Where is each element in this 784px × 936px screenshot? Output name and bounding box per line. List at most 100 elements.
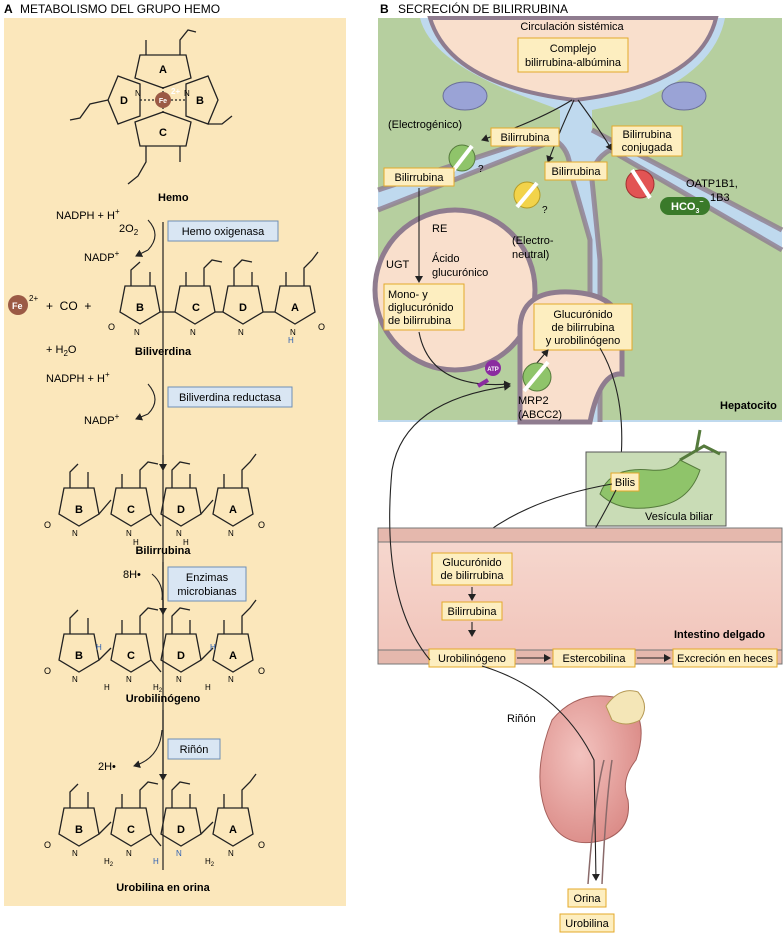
feces-label: Excreción en heces [677,653,773,665]
oatp-channel [630,168,652,200]
bile-label: Bilis [615,477,636,489]
liver-tissue [372,16,784,425]
systemic-circulation-label: Circulación sistémica [520,21,624,33]
urobilinogen-h: H [205,683,211,692]
step4-product-arrow [133,729,163,769]
bilirubin-nh: N [72,529,78,538]
bicarbonate-label: HCO3− [671,199,703,215]
urobilin-n: N [176,849,182,858]
acid-line1: Ácido [432,252,460,265]
int-bilirubin-label: Bilirrubina [448,606,498,618]
adrenal-gland [605,690,645,725]
gallbladder-label: Vesícula biliar [645,511,713,523]
urobilinogen-to-kidney-arrow [481,665,600,881]
bilirubin-o-right: O [258,520,265,530]
urobilin-ring-c: C [127,824,135,836]
urobilin-nh: N [126,849,132,858]
heme-iron-atom [155,92,171,108]
glucuronide-box [533,303,633,351]
bilirubin-structure [58,453,257,527]
urobilin-ring-d: D [177,824,185,836]
step2-cofactor-out-arrow [135,413,149,421]
panel-b-title: SECRECIÓN DE BILIRRUBINA [398,1,568,16]
biliverdin-o-left: O [108,322,115,332]
int-gluc-line1: Glucurónido [442,557,501,569]
conjugated-line2: conjugada [622,142,674,154]
bilirubin-nh: N [228,529,234,538]
mono-line1: Mono- y [388,289,428,301]
urobilinogen-nh: N [126,675,132,684]
bilirubin-nh: N [126,529,132,538]
int-glucuronide-box [431,552,513,586]
gluc-line1: Glucurónido [553,309,612,321]
biliverdin-ring-d: D [239,302,247,314]
heme-structure [69,29,233,185]
step2-nadp-label: NADP+ [84,412,120,427]
urobilinogen-o-right: O [258,666,265,676]
biliverdin-n: N [290,328,296,337]
biliverdin-ring-a: A [291,302,299,314]
int-bilirubin-box [441,601,503,621]
urobilin-name: Urobilina en orina [116,882,210,894]
bilirubin-ring-a: A [229,504,237,516]
panel-b: B SECRECIÓN DE BILIRRUBINA Circulación s… [372,1,784,933]
bilirubin-box-1 [490,127,560,147]
step1-cofactor-out-arrow [135,249,149,257]
bilirubin-label-1: Bilirrubina [501,132,551,144]
intestine-wall-top [377,527,783,543]
gallbladder-shape [599,459,701,509]
hepatocyte-label: Hepatocito [720,400,777,412]
biliverdin-h: H [288,336,294,345]
electroneutral-channel [515,181,539,209]
urobilinogen-nh: N [72,675,78,684]
heme-name: Hemo [158,192,189,204]
step1-nadp-label: NADP+ [84,249,120,264]
mrp2-line1: MRP2 [518,395,549,407]
urobilin-o-left: O [44,840,51,850]
urobilin-ring-a: A [229,824,237,836]
bilirubin-box-intracellular [383,167,455,187]
biliverdin-name: Biliverdina [135,346,192,358]
kidney-label: Riñón [507,713,536,725]
urobilinogen-nh: N [176,675,182,684]
mono-line3: de bilirrubina [388,315,452,327]
heme-oxygenase-label: Hemo oxigenasa [182,226,265,238]
urobilinogen-structure [58,599,257,673]
mrp2-output-arrow [535,349,549,365]
bilirubin-h: H [133,538,139,547]
bilirubin-h: H [183,538,189,547]
step2-nadph-label: NADPH + H+ [46,370,110,385]
electroneutral-line2: neutral) [512,249,549,261]
bilirubin-ring-b: B [75,504,83,516]
biliverdin-structure [119,251,319,325]
electrogenic-label: (Electrogénico) [388,119,462,131]
int-urobilinogen-label: Urobilinógeno [438,653,506,665]
complex-line2: bilirrubina-albúmina [525,57,622,69]
urobilinogen-ring-d: D [177,650,185,662]
export-arrow [418,331,511,389]
small-intestine [377,527,783,665]
urobilinogen-ring-a: A [229,650,237,662]
bile-box [610,472,640,492]
panel-a-background [4,18,346,906]
bilirubin-nh: N [176,529,182,538]
urobilinogen-ring-b: B [75,650,83,662]
step4-product: 2H• [98,761,116,773]
panel-a-letter: A [4,2,13,16]
oatp-line2: 1B3 [710,192,730,204]
panel-a: A METABOLISMO DEL GRUPO HEMO Fe 2+ A B C… [4,2,346,906]
atp-badge [485,360,501,376]
atp-label: ATP [487,367,499,373]
heme-ring-c: C [159,127,167,139]
oatp-line1: OATP1B1, [686,178,738,190]
bilirubin-ring-d: D [177,504,185,516]
released-iron-charge: 2+ [29,294,38,303]
microbial-enzymes-line2: microbianas [177,586,237,598]
biliverdin-o-right: O [318,322,325,332]
complex-box [517,37,629,73]
step1-cofactor-arrow [147,219,156,251]
uptake-arrow-electroneutral [546,99,575,163]
urobilinogen-ring-c: C [127,650,135,662]
atp-tail [476,378,490,388]
urobilinogen-h: H [210,643,216,652]
